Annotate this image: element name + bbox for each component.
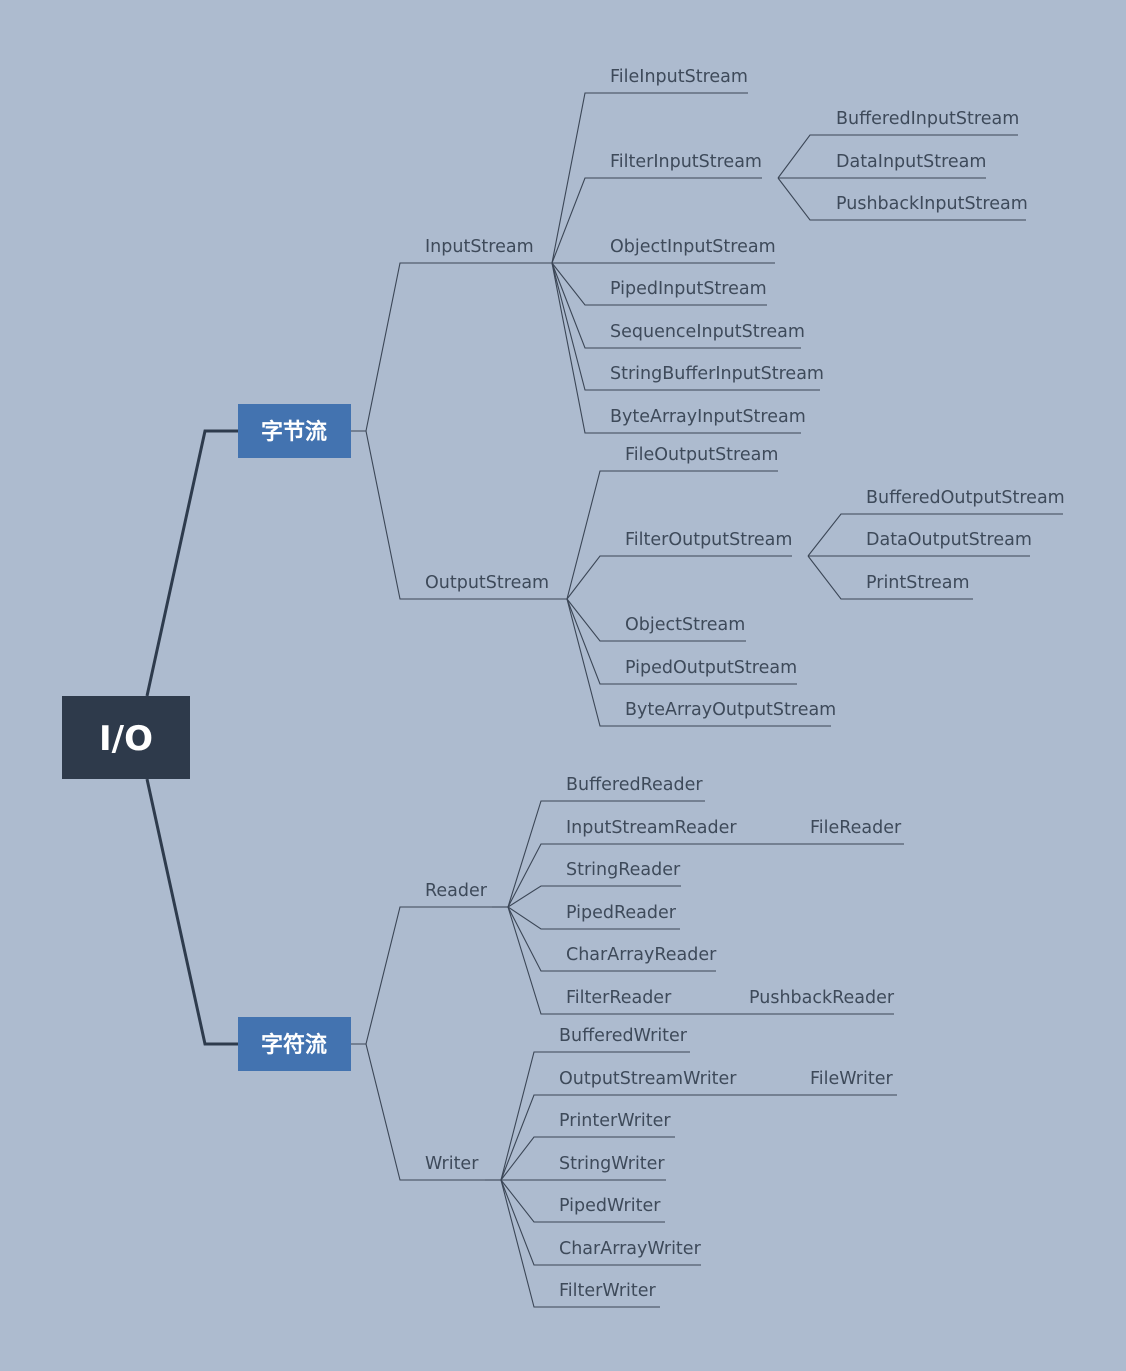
file-output-stream-connector bbox=[566, 470, 778, 600]
filter-writer-connector bbox=[500, 1179, 660, 1308]
string-buffer-input-stream-connector bbox=[551, 262, 820, 391]
piped-writer-connector bbox=[500, 1179, 665, 1223]
piped-input-stream-label: PipedInputStream bbox=[610, 279, 767, 299]
input-stream-reader-label: InputStreamReader bbox=[566, 818, 737, 838]
filter-reader-label: FilterReader bbox=[566, 988, 672, 1008]
output-stream-label: OutputStream bbox=[425, 573, 549, 593]
printer-writer-connector bbox=[500, 1136, 675, 1181]
piped-reader-connector bbox=[507, 906, 680, 930]
char-array-writer-connector bbox=[500, 1179, 701, 1266]
root-to-char-stream-line bbox=[145, 778, 238, 1046]
string-buffer-input-stream-label: StringBufferInputStream bbox=[610, 364, 824, 384]
piped-output-stream-label: PipedOutputStream bbox=[625, 658, 797, 678]
buffered-writer-connector bbox=[500, 1051, 690, 1181]
print-stream-label: PrintStream bbox=[866, 573, 970, 593]
filter-writer-label: FilterWriter bbox=[559, 1281, 657, 1301]
pushback-reader-label: PushbackReader bbox=[749, 988, 895, 1008]
buffered-reader-label: BufferedReader bbox=[566, 775, 703, 795]
output-stream-writer-label: OutputStreamWriter bbox=[559, 1069, 737, 1089]
piped-output-stream-connector bbox=[566, 598, 797, 685]
string-reader-connector bbox=[507, 885, 681, 908]
filter-reader-connector bbox=[507, 906, 894, 1015]
piped-writer-label: PipedWriter bbox=[559, 1196, 661, 1216]
object-input-stream-label: ObjectInputStream bbox=[610, 237, 776, 257]
sequence-input-stream-connector bbox=[551, 262, 801, 349]
input-stream-connector bbox=[351, 262, 535, 432]
piped-reader-label: PipedReader bbox=[566, 903, 677, 923]
print-stream-connector bbox=[807, 555, 973, 600]
object-stream-label: ObjectStream bbox=[625, 615, 745, 635]
pushback-input-stream-connector bbox=[777, 177, 1026, 221]
filter-output-stream-label: FilterOutputStream bbox=[625, 530, 792, 550]
root-node-label: I/O bbox=[99, 719, 153, 759]
file-reader-label: FileReader bbox=[810, 818, 902, 838]
buffered-input-stream-connector bbox=[777, 134, 1018, 179]
char-array-reader-label: CharArrayReader bbox=[566, 945, 717, 965]
byte-array-input-stream-connector bbox=[551, 262, 801, 434]
category-byte-stream-box bbox=[238, 404, 351, 458]
filter-input-stream-label: FilterInputStream bbox=[610, 152, 762, 172]
data-output-stream-label: DataOutputStream bbox=[866, 530, 1032, 550]
filter-input-stream-connector bbox=[551, 177, 762, 264]
buffered-input-stream-label: BufferedInputStream bbox=[836, 109, 1019, 129]
category-byte-stream-label: 字节流 bbox=[261, 419, 327, 445]
input-stream-label: InputStream bbox=[425, 237, 534, 257]
file-input-stream-connector bbox=[551, 92, 748, 264]
writer-connector bbox=[351, 1043, 485, 1181]
sequence-input-stream-label: SequenceInputStream bbox=[610, 322, 805, 342]
buffered-writer-label: BufferedWriter bbox=[559, 1026, 688, 1046]
root-to-byte-stream-line bbox=[145, 429, 238, 697]
mind-map-nodes: I/O 字节流 字符流 InputStream FileInputStreamFi… bbox=[62, 67, 1065, 1301]
reader-connector bbox=[351, 906, 492, 1045]
pushback-input-stream-label: PushbackInputStream bbox=[836, 194, 1028, 214]
output-stream-connector bbox=[351, 430, 550, 600]
root-node-box bbox=[62, 696, 190, 779]
file-writer-label: FileWriter bbox=[810, 1069, 893, 1089]
buffered-reader-connector bbox=[507, 800, 705, 908]
buffered-output-stream-label: BufferedOutputStream bbox=[866, 488, 1065, 508]
string-reader-label: StringReader bbox=[566, 860, 681, 880]
piped-input-stream-connector bbox=[551, 262, 767, 306]
string-writer-label: StringWriter bbox=[559, 1154, 665, 1174]
printer-writer-label: PrinterWriter bbox=[559, 1111, 671, 1131]
object-stream-connector bbox=[566, 598, 746, 642]
filter-output-stream-connector bbox=[566, 555, 792, 600]
char-array-writer-label: CharArrayWriter bbox=[559, 1239, 702, 1259]
input-stream-reader-connector bbox=[507, 843, 904, 908]
writer-label: Writer bbox=[425, 1154, 479, 1174]
category-char-stream-label: 字符流 bbox=[261, 1032, 327, 1058]
output-stream-writer-connector bbox=[500, 1094, 897, 1181]
byte-array-output-stream-label: ByteArrayOutputStream bbox=[625, 700, 836, 720]
file-output-stream-label: FileOutputStream bbox=[625, 445, 778, 465]
buffered-output-stream-connector bbox=[807, 513, 1063, 557]
connector-lines bbox=[145, 92, 1063, 1308]
reader-label: Reader bbox=[425, 881, 488, 901]
category-char-stream-box bbox=[238, 1017, 351, 1071]
byte-array-input-stream-label: ByteArrayInputStream bbox=[610, 407, 806, 427]
file-input-stream-label: FileInputStream bbox=[610, 67, 748, 87]
data-input-stream-label: DataInputStream bbox=[836, 152, 986, 172]
byte-array-output-stream-connector bbox=[566, 598, 831, 727]
char-array-reader-connector bbox=[507, 906, 716, 972]
